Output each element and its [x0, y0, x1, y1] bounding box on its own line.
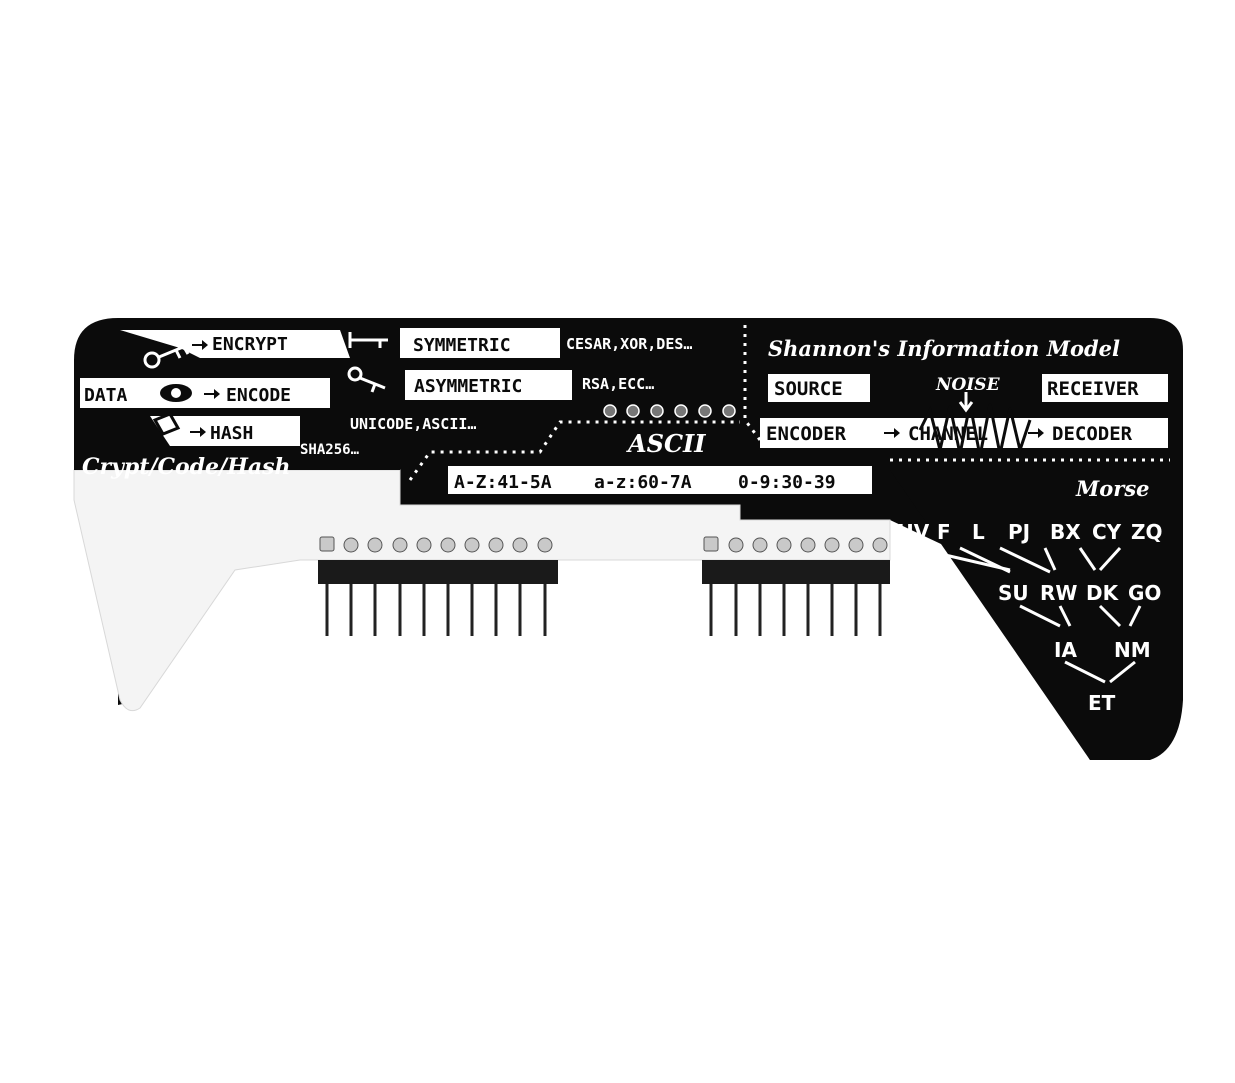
hash-examples: SHA256… [300, 442, 360, 458]
morse-f: F [937, 520, 951, 544]
morse-l: L [972, 520, 985, 544]
morse-tree-lines [914, 546, 1142, 684]
ascii-upper: A-Z:41-5A [454, 472, 552, 493]
ascii-digits: 0-9:30-39 [738, 472, 836, 493]
symmetric-label: SYMMETRIC [413, 335, 511, 356]
data-label: DATA [84, 385, 128, 406]
morse-su: SU [998, 581, 1029, 605]
morse-cy: CY [1092, 520, 1122, 544]
hash-band [150, 416, 300, 446]
test-pads [603, 404, 736, 418]
asymmetric-label: ASYMMETRIC [414, 376, 522, 397]
pin-header-left [318, 536, 558, 636]
morse-bx: BX [1050, 520, 1081, 544]
noise-wave [918, 403, 1032, 457]
morse-hv: HV [897, 520, 930, 544]
encode-examples: UNICODE,ASCII… [350, 415, 476, 433]
encoder-label: ENCODER [766, 423, 847, 445]
crypt-title: Crypt/Code/Hash [82, 454, 290, 480]
symmetric-band [400, 328, 560, 358]
morse-zq: ZQ [1131, 520, 1163, 544]
morse-title: Morse [1075, 476, 1150, 501]
pin-header-right [702, 536, 890, 636]
board-white-region [73, 469, 891, 712]
ascii-band [448, 466, 872, 494]
morse-et: ET [1088, 691, 1116, 715]
encode-label: ENCODE [226, 385, 291, 406]
morse-go: GO [1128, 581, 1161, 605]
receiver-box [1042, 374, 1168, 402]
ascii-title: ASCII [626, 429, 706, 458]
shannon-title: Shannon's Information Model [768, 336, 1120, 361]
noise-arrow [958, 392, 974, 413]
ascii-lower: a-z:60-7A [594, 472, 692, 493]
hash-label: HASH [210, 423, 253, 444]
key-icon [143, 343, 190, 369]
noise-label: NOISE [935, 375, 1001, 395]
channel-label: CHANNEL [908, 423, 988, 445]
sym-examples: CESAR,XOR,DES… [566, 335, 692, 353]
source-box [768, 374, 870, 402]
dotted-separator-2 [408, 420, 740, 481]
morse-rw: RW [1040, 581, 1077, 605]
decoder-label: DECODER [1052, 423, 1133, 445]
morse-nm: NM [1114, 638, 1151, 662]
hash-icon [152, 412, 181, 436]
asymmetric-band [405, 370, 572, 400]
encrypt-label: ENCRYPT [212, 334, 288, 355]
asym-examples: RSA,ECC… [582, 375, 654, 393]
source-label: SOURCE [774, 378, 843, 400]
arrow-right-icon [190, 340, 1044, 438]
receiver-label: RECEIVER [1047, 378, 1139, 400]
morse-ia: IA [1054, 638, 1077, 662]
eye-icon [160, 384, 192, 402]
encrypt-band [120, 330, 350, 358]
key-pair-icon [347, 332, 388, 393]
morse-dk: DK [1086, 581, 1120, 605]
morse-pj: PJ [1008, 520, 1030, 544]
